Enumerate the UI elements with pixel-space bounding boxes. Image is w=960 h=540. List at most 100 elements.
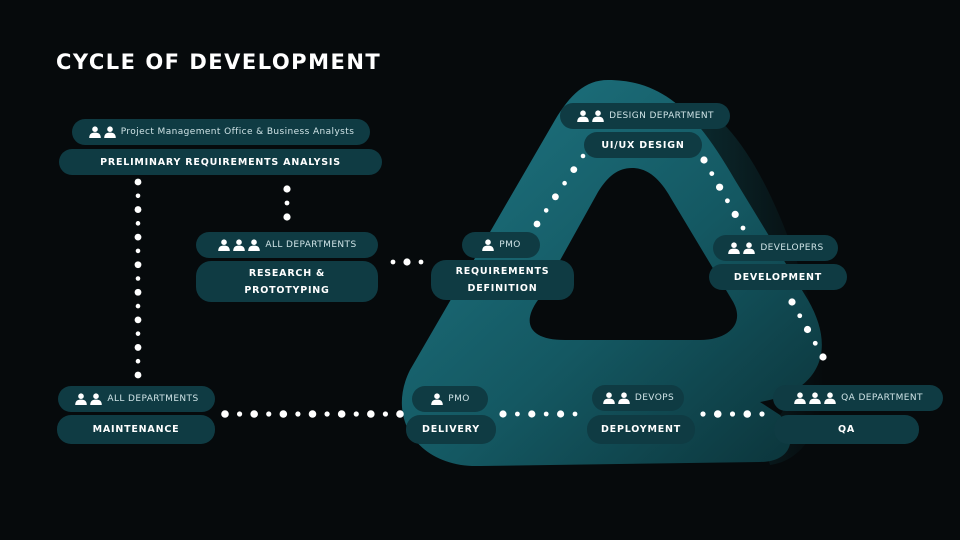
people-icon	[576, 110, 605, 122]
connector-dot	[390, 259, 396, 265]
connector-dot	[135, 331, 141, 336]
stage-line: REQUIREMENTS	[455, 266, 550, 277]
connector-dot	[403, 258, 411, 266]
department-label: DESIGN DEPARTMENT	[609, 111, 714, 121]
stage-research-prototyping: RESEARCH & PROTOTYPING	[196, 261, 378, 302]
stage-line: DEFINITION	[467, 283, 538, 294]
connector-dot	[134, 371, 142, 379]
connector-dot	[759, 411, 765, 417]
connector-dots	[134, 153, 827, 418]
connector-dot	[557, 410, 565, 418]
connector-dot	[543, 208, 549, 213]
department-design: DESIGN DEPARTMENT	[560, 103, 730, 129]
connector-dot	[134, 344, 142, 351]
people-icon	[88, 126, 117, 138]
connector-dot	[250, 410, 258, 418]
connector-dot	[709, 171, 715, 177]
connector-dot	[135, 303, 141, 309]
people-icon	[602, 392, 631, 404]
stage-line: RESEARCH &	[248, 267, 326, 279]
connector-dot	[134, 178, 142, 186]
department-label: PMO	[448, 394, 470, 404]
connector-dot	[533, 220, 541, 228]
connector-dot	[283, 213, 291, 221]
connector-dot	[797, 313, 803, 319]
department-all-research: ALL DEPARTMENTS	[196, 232, 378, 258]
stage-development: DEVELOPMENT	[709, 264, 847, 290]
person-icon	[430, 393, 444, 405]
connector-dot	[134, 316, 142, 324]
connector-dot	[725, 198, 730, 204]
department-label: PMO	[499, 240, 521, 250]
stage-preliminary-requirements-analysis: PRELIMINARY REQUIREMENTS ANALYSIS	[59, 149, 382, 175]
connector-dot	[134, 206, 142, 213]
connector-dot	[812, 340, 818, 346]
department-label: DEVOPS	[634, 393, 675, 403]
stage-requirements-definition: REQUIREMENTS DEFINITION	[431, 260, 574, 300]
connector-dot	[236, 411, 243, 417]
stage-ui-ux-design: UI/UX DESIGN	[584, 132, 702, 158]
person-icon	[481, 239, 495, 251]
connector-dot	[515, 411, 520, 417]
stage-line: PROTOTYPING	[244, 284, 330, 296]
connector-dot	[528, 410, 536, 418]
connector-dot	[580, 153, 586, 159]
connector-dot	[819, 353, 827, 361]
connector-dot	[308, 410, 317, 418]
connector-dot	[570, 166, 578, 174]
connector-dot	[135, 248, 141, 254]
connector-dot	[382, 411, 389, 417]
connector-dot	[221, 410, 229, 418]
connector-dot	[295, 411, 301, 417]
connector-dot	[743, 410, 752, 418]
connector-dot	[396, 410, 404, 418]
connector-dot	[731, 210, 739, 218]
connector-dot	[740, 225, 746, 231]
people-icon	[74, 393, 103, 405]
triangle-loop-shape	[401, 80, 822, 467]
connector-dot	[499, 410, 507, 418]
connector-dot	[134, 261, 142, 269]
connector-dot	[284, 200, 290, 206]
department-all-maintenance: ALL DEPARTMENTS	[58, 386, 215, 412]
stage-delivery: DELIVERY	[406, 415, 496, 444]
people-icon	[217, 239, 261, 251]
department-pmo-delivery: PMO	[412, 386, 488, 412]
stage-deployment: DEPLOYMENT	[587, 415, 695, 444]
connector-dot	[135, 358, 141, 364]
department-label: ALL DEPARTMENTS	[265, 240, 357, 250]
connector-dot	[279, 410, 288, 418]
connector-dot	[134, 233, 142, 241]
connector-dot	[729, 411, 736, 417]
department-label: ALL DEPARTMENTS	[107, 394, 199, 404]
connector-dot	[562, 180, 567, 186]
connector-dot	[713, 410, 722, 418]
department-label: QA DEPARTMENT	[841, 393, 923, 403]
connector-dot	[266, 411, 272, 417]
people-icon	[727, 242, 756, 254]
department-label: DEVELOPERS	[760, 243, 824, 253]
department-devops: DEVOPS	[592, 385, 684, 411]
stage-qa: QA	[774, 415, 919, 444]
connector-dot	[324, 411, 330, 417]
department-pmo-requirements: PMO	[462, 232, 540, 258]
department-label: Project Management Office & Business Ana…	[120, 127, 355, 137]
department-qa: QA DEPARTMENT	[773, 385, 943, 411]
connector-dot	[134, 288, 142, 296]
connector-dot	[700, 411, 706, 417]
connector-dot	[543, 411, 549, 417]
connector-dot	[367, 410, 375, 418]
connector-dot	[716, 183, 724, 191]
connector-dot	[135, 221, 141, 226]
connector-dot	[418, 259, 424, 265]
connector-dot	[135, 276, 141, 281]
people-icon	[793, 392, 837, 404]
connector-dot	[135, 193, 141, 199]
connector-dot	[572, 411, 578, 417]
connector-dot	[700, 156, 708, 164]
connector-dot	[353, 411, 359, 417]
connector-dot	[552, 193, 559, 201]
connector-dot	[803, 325, 812, 334]
stage-maintenance: MAINTENANCE	[57, 415, 215, 444]
